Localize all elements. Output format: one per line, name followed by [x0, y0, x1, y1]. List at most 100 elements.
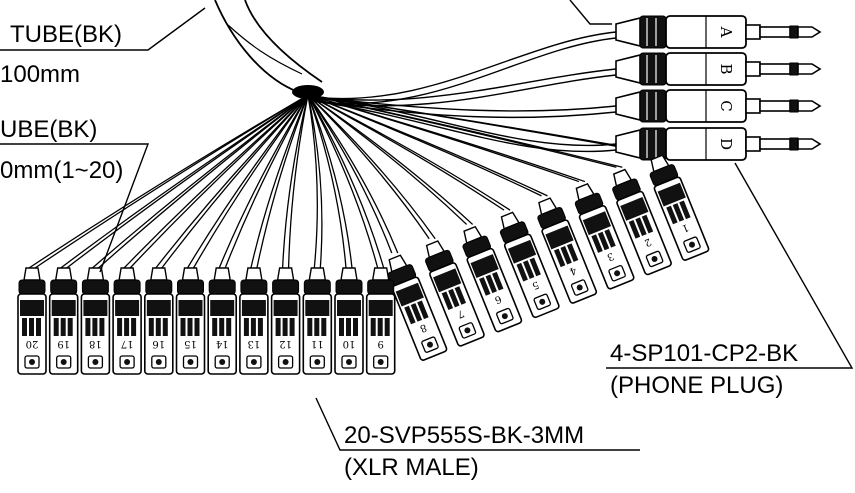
plug-tip [797, 138, 822, 150]
xlr-cap [113, 279, 141, 295]
xlr-connector: 20 [17, 267, 47, 375]
xlr-slot [257, 318, 263, 336]
xlr-logo-band [51, 300, 76, 316]
xlr-number: 10 [343, 338, 356, 349]
xlr-number: 20 [26, 338, 39, 349]
xlr-slot [404, 305, 416, 325]
xlr-cable [307, 94, 318, 269]
xlr-number: 18 [89, 338, 102, 349]
xlr-latch-button [614, 270, 621, 277]
plug-shaft [759, 100, 791, 112]
phone-plug: C [615, 89, 822, 123]
plug-cable [311, 96, 617, 147]
xlr-logo-band [470, 254, 499, 278]
tube2-name-label: UBE(BK) [0, 116, 98, 143]
xlr-cable [123, 94, 309, 269]
xlr-cable [307, 94, 353, 269]
xlr-slot [219, 318, 225, 336]
xlr-number: 19 [57, 338, 70, 349]
tube-outline-right [244, 0, 323, 83]
xlr-logo-band [210, 300, 235, 316]
plug-cable [313, 37, 617, 105]
plug-cable [313, 74, 617, 107]
plug-tip [797, 100, 822, 112]
xlr-connector: 19 [48, 267, 79, 375]
xlr-boot [213, 267, 232, 281]
xlr-connector: 14 [207, 267, 237, 375]
xlr-cable [307, 94, 385, 269]
plug-boot [615, 53, 641, 85]
xlr-slot [60, 318, 66, 336]
plug-letter: A [717, 26, 735, 38]
xlr-cable [129, 94, 309, 269]
xlr-latch-button [346, 359, 352, 365]
xlr-slot [641, 214, 654, 234]
xlr-connector: 18 [80, 267, 111, 375]
xlr-boot [118, 267, 136, 281]
xlr-cable [287, 94, 309, 269]
xlr-connector: 9 [365, 267, 396, 375]
xlr-slot [148, 318, 154, 336]
xlr-slot [441, 291, 454, 311]
xlr-slot [187, 318, 193, 336]
xlr-latch-button [501, 313, 508, 320]
xlr-connector: 1 [649, 154, 710, 261]
plug-shaft-sleeve [745, 24, 761, 40]
xlr-boot [245, 267, 263, 281]
xlr-slot [566, 243, 579, 262]
xlr-slot [314, 318, 320, 336]
xlr-slot [339, 318, 344, 336]
xlr-slot [628, 220, 641, 239]
xlr-connector: 2 [612, 168, 672, 276]
plug-boot [615, 128, 641, 160]
xlr-slot [226, 318, 232, 336]
xlr-cable [307, 94, 347, 269]
xlr-latch-button [60, 359, 67, 365]
xlr-connector: 10 [334, 267, 364, 375]
bundle-knot [292, 85, 324, 99]
xlr-slot [307, 318, 313, 336]
xlr-cable [155, 94, 309, 269]
phone-plug-leader [606, 162, 854, 369]
xlr-logo-band [582, 211, 612, 236]
xlr-latch-button [426, 341, 433, 348]
xlr-boot [371, 267, 390, 281]
xlr-connector: 3 [574, 182, 635, 290]
plug-ring [789, 25, 799, 39]
plug-cable [311, 68, 617, 101]
plug-cable [311, 96, 617, 112]
phone-plug: B [615, 52, 822, 86]
xlr-logo-band [305, 300, 330, 316]
xlr-latch-button [377, 359, 384, 365]
plug-letter: D [717, 138, 735, 150]
plug-letter: B [717, 63, 735, 74]
xlr-latch-button [219, 359, 226, 365]
tube2-leader [0, 143, 150, 273]
xlr-cable [66, 94, 309, 269]
xlr-number: 5 [530, 278, 540, 291]
xlr-slot [85, 318, 91, 336]
xlr-slot [117, 318, 123, 336]
phone-plug: A [615, 15, 822, 49]
cable-bundle [214, 0, 324, 99]
xlr-slot [155, 318, 161, 336]
xlr-connector: 6 [462, 225, 523, 333]
xlr-logo-band [20, 300, 44, 316]
xlr-connector: 15 [175, 267, 206, 375]
xlr-logo-band [433, 268, 462, 293]
xlr-cable [307, 94, 430, 240]
xlr-number: 16 [152, 338, 165, 349]
xlr-slot [672, 203, 685, 222]
tube1-name-label: TUBE(BK) [10, 21, 123, 48]
xlr-latch-button [314, 359, 321, 365]
xlr-logo-band [657, 182, 686, 207]
xlr-slot [417, 300, 429, 320]
xlr-slot [479, 277, 491, 296]
xlr-slot [212, 318, 218, 336]
plug-boot [615, 16, 641, 48]
xlr-latch-button [92, 359, 99, 365]
xlr-slot [243, 318, 249, 336]
xlr-latch-button [464, 327, 471, 334]
plug-shaft [759, 138, 791, 150]
